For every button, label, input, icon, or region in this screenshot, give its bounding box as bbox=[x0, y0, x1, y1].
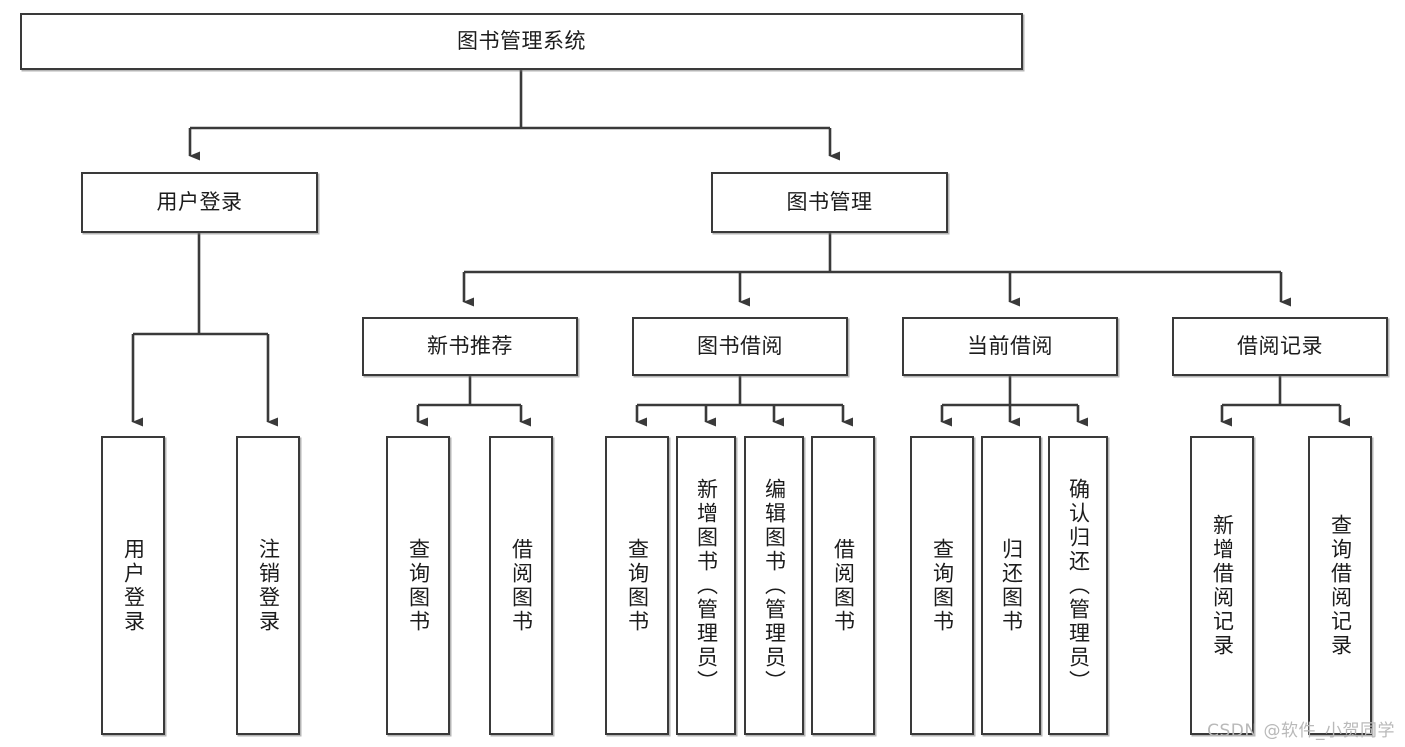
node-label: 图书借阅 bbox=[697, 334, 783, 359]
node-label: 查询图书 bbox=[930, 537, 955, 634]
node-book-borrow[interactable]: 图书借阅 bbox=[632, 317, 848, 376]
node-label: 查询借阅记录 bbox=[1328, 513, 1353, 658]
node-leaf-query-book-borrow[interactable]: 查询图书 bbox=[605, 436, 669, 735]
node-label: 借阅图书 bbox=[509, 537, 534, 634]
node-root-book-management-system[interactable]: 图书管理系统 bbox=[20, 13, 1023, 70]
node-label: 编辑图书（管理员） bbox=[762, 477, 787, 694]
node-leaf-confirm-return-admin[interactable]: 确认归还（管理员） bbox=[1048, 436, 1108, 735]
node-new-book-recommend[interactable]: 新书推荐 bbox=[362, 317, 578, 376]
node-leaf-edit-book-admin[interactable]: 编辑图书（管理员） bbox=[744, 436, 804, 735]
node-label: 当前借阅 bbox=[967, 334, 1053, 359]
node-label: 用户登录 bbox=[121, 537, 146, 634]
node-label: 查询图书 bbox=[625, 537, 650, 634]
node-label: 用户登录 bbox=[156, 190, 243, 215]
node-label: 图书管理 bbox=[786, 190, 873, 215]
node-leaf-add-borrow-record[interactable]: 新增借阅记录 bbox=[1190, 436, 1254, 735]
node-label: 新书推荐 bbox=[427, 334, 513, 359]
node-leaf-borrow-book-recommend[interactable]: 借阅图书 bbox=[489, 436, 553, 735]
node-leaf-add-book-admin[interactable]: 新增图书（管理员） bbox=[676, 436, 736, 735]
node-label: 借阅记录 bbox=[1237, 334, 1323, 359]
node-book-manage[interactable]: 图书管理 bbox=[711, 172, 948, 233]
node-label: 借阅图书 bbox=[831, 537, 856, 634]
node-label: 查询图书 bbox=[406, 537, 431, 634]
node-user-login[interactable]: 用户登录 bbox=[81, 172, 318, 233]
node-label: 新增图书（管理员） bbox=[694, 477, 719, 694]
node-leaf-query-book-recommend[interactable]: 查询图书 bbox=[386, 436, 450, 735]
node-leaf-user-login[interactable]: 用户登录 bbox=[101, 436, 165, 735]
node-label: 图书管理系统 bbox=[457, 29, 586, 54]
node-borrow-record[interactable]: 借阅记录 bbox=[1172, 317, 1388, 376]
node-leaf-logout-login[interactable]: 注销登录 bbox=[236, 436, 300, 735]
node-leaf-return-book[interactable]: 归还图书 bbox=[981, 436, 1041, 735]
node-label: 归还图书 bbox=[999, 537, 1024, 634]
node-leaf-borrow-book-borrow[interactable]: 借阅图书 bbox=[811, 436, 875, 735]
node-leaf-query-book-current[interactable]: 查询图书 bbox=[910, 436, 974, 735]
node-label: 新增借阅记录 bbox=[1210, 513, 1235, 658]
watermark-text: CSDN @软件_小贺同学 bbox=[1207, 721, 1395, 741]
node-label: 确认归还（管理员） bbox=[1066, 477, 1091, 694]
node-current-borrow[interactable]: 当前借阅 bbox=[902, 317, 1118, 376]
node-label: 注销登录 bbox=[256, 537, 281, 634]
node-leaf-query-borrow-record[interactable]: 查询借阅记录 bbox=[1308, 436, 1372, 735]
